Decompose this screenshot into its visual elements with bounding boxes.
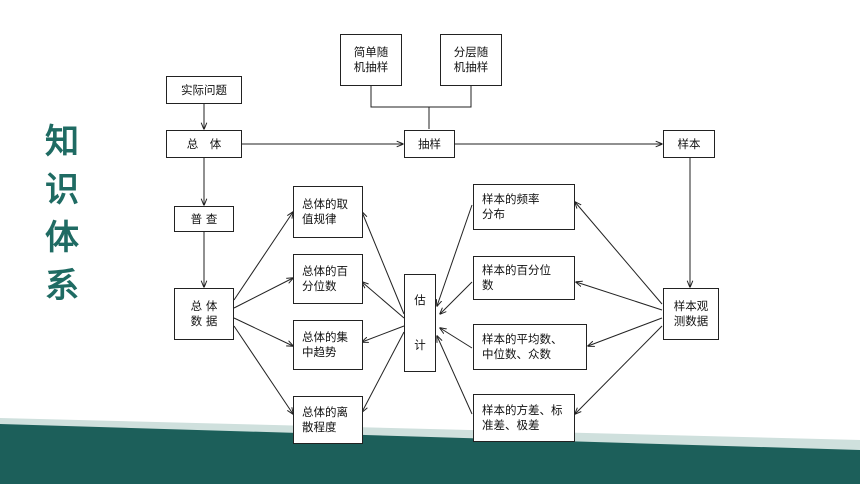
edge-guji-baifen (362, 282, 405, 319)
node-yangben: 样本 (663, 130, 715, 158)
edge-guance-pinlv (575, 202, 663, 305)
node-fenceng-suiji: 分层随 机抽样 (440, 34, 502, 86)
side-title: 知 识 体 系 (40, 118, 84, 310)
node-guji: 估 计 (404, 274, 436, 372)
node-zt-lisan: 总体的离 散程度 (293, 396, 363, 444)
edge-pingjun-guji (440, 328, 473, 349)
node-puzha: 普 查 (174, 206, 234, 232)
node-chouyang: 抽样 (404, 130, 455, 158)
node-zongti: 总 体 (166, 130, 242, 158)
edge-guance-baifen (576, 282, 663, 311)
node-yb-fangcha: 样本的方差、标 准差、极差 (473, 394, 575, 442)
node-zongti-shuju: 总 体 数 据 (174, 288, 234, 340)
node-jiandan-suiji: 简单随 机抽样 (340, 34, 402, 86)
node-zt-baifen: 总体的百 分位数 (293, 254, 363, 304)
edge-methods-bracket (370, 86, 472, 108)
edge-pinlv-guji (437, 204, 473, 306)
side-title-char-4: 系 (45, 266, 79, 306)
node-yb-pingjun: 样本的平均数、 中位数、众数 (473, 324, 587, 370)
node-yb-baifen: 样本的百分位 数 (473, 256, 575, 300)
node-yangben-guance: 样本观 测数据 (663, 288, 719, 340)
edge-shuju-jizhong (233, 317, 293, 346)
edge-guance-fangcha (575, 325, 663, 414)
edge-fangcha-guji (437, 336, 473, 415)
edge-shuju-lisan (233, 325, 293, 414)
edge-guji-quzhi (362, 212, 405, 315)
node-zt-quzhi: 总体的取 值规律 (293, 186, 363, 238)
node-yb-pinlv: 样本的频率 分布 (473, 184, 575, 230)
side-title-char-3: 体 (45, 218, 79, 258)
banner-dark-band (0, 424, 860, 484)
edge-shuju-baifen (233, 278, 293, 309)
edge-baifen-guji (440, 281, 473, 314)
node-shiji-wenti: 实际问题 (166, 76, 242, 104)
node-zt-jizhong: 总体的集 中趋势 (293, 320, 363, 370)
edge-guji-jizhong (362, 325, 405, 342)
side-title-char-2: 识 (45, 170, 79, 210)
edge-guance-pingjun (588, 317, 663, 346)
edge-shuju-quzhi (233, 212, 293, 301)
side-title-char-1: 知 (45, 122, 79, 162)
edge-guji-lisan (362, 331, 405, 412)
